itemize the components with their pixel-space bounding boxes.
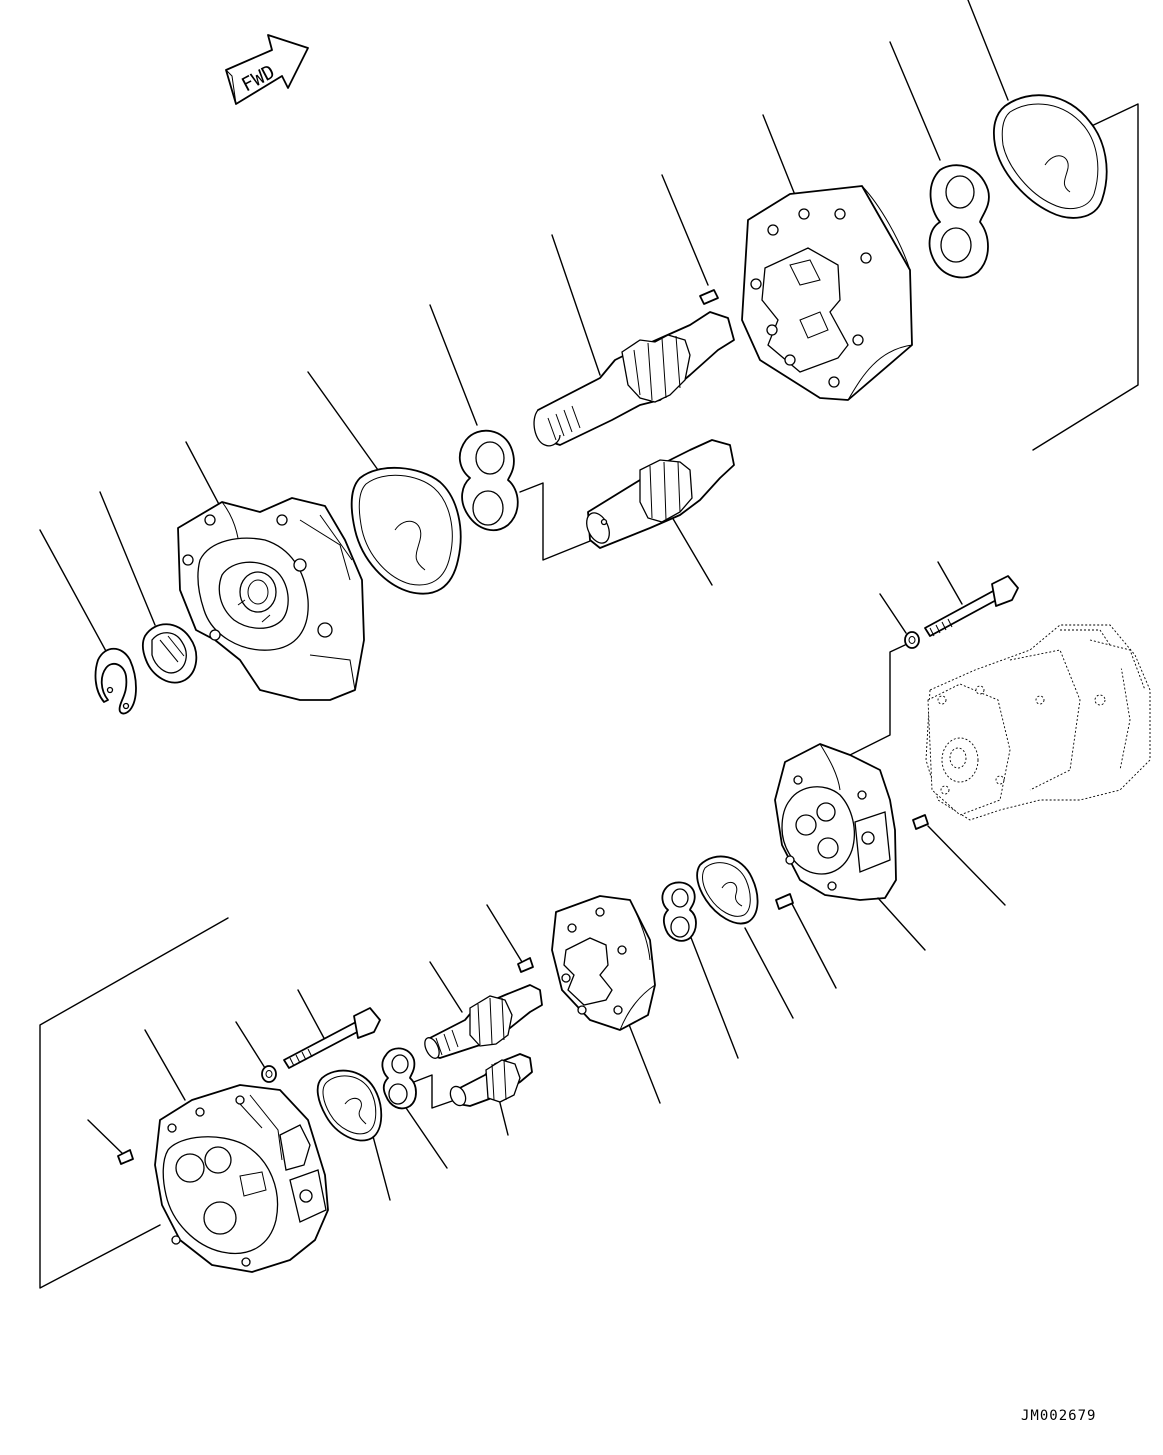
tie-bolt-upper bbox=[925, 562, 1018, 636]
dowel-pin-lower-right bbox=[776, 894, 793, 909]
drive-gear-shaft bbox=[534, 312, 734, 446]
drive-gear-lower bbox=[422, 985, 542, 1061]
seal-ring-top bbox=[994, 95, 1107, 218]
gear-case-lower bbox=[552, 896, 655, 1030]
dowel-pin-lower bbox=[518, 958, 533, 972]
assembled-pump-view bbox=[926, 625, 1150, 820]
tie-bolt-lower bbox=[284, 1008, 380, 1068]
gear-case-upper bbox=[742, 186, 912, 400]
dowel-pin-lower-left bbox=[118, 1150, 133, 1164]
leader-lines-upper bbox=[40, 0, 1138, 653]
oil-seal bbox=[143, 624, 196, 682]
thrust-plate-upper bbox=[460, 431, 518, 531]
snap-ring bbox=[96, 649, 136, 714]
thrust-plate-lower-left bbox=[382, 1048, 416, 1108]
fwd-arrow-icon: FWD bbox=[226, 35, 308, 104]
driven-gear-lower bbox=[447, 1054, 532, 1108]
thrust-plate-top bbox=[930, 165, 989, 277]
driven-gear-shaft bbox=[582, 440, 734, 548]
drawing-code: JM002679 bbox=[1021, 1408, 1097, 1424]
washer-lower bbox=[262, 1066, 276, 1082]
leader-lines-lower bbox=[40, 898, 925, 1288]
dowel-pin-upper bbox=[700, 290, 718, 304]
gasket-lower-left bbox=[318, 1071, 382, 1141]
center-section-body bbox=[155, 1085, 328, 1272]
leader-bracket-rear bbox=[820, 645, 905, 770]
dowel-pin-rear bbox=[913, 815, 1005, 905]
washer-upper bbox=[880, 594, 919, 648]
gasket-lower-right bbox=[697, 856, 757, 923]
rear-cover bbox=[775, 744, 896, 900]
gasket-upper bbox=[352, 468, 461, 594]
thrust-plate-lower-right bbox=[662, 882, 696, 940]
front-cover bbox=[178, 498, 364, 700]
